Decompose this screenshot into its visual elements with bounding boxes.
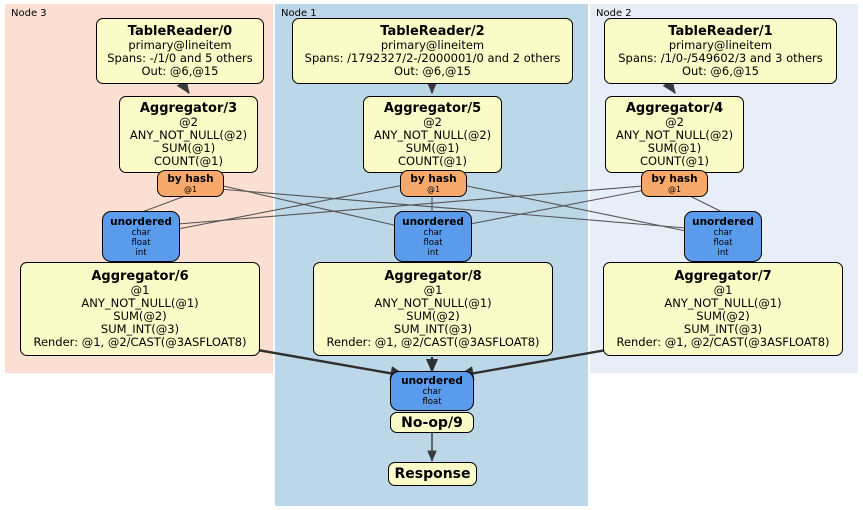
- node-line: primary@lineitem: [668, 38, 773, 52]
- node-line: Render: @1, @2/CAST(@3ASFLOAT8): [33, 335, 247, 349]
- node-title: by hash: [167, 173, 214, 185]
- node-line: int: [135, 247, 147, 258]
- node-line: @1: [183, 185, 198, 194]
- node-line: Out: @6,@15: [394, 64, 471, 78]
- node-title: TableReader/1: [668, 24, 773, 39]
- node-line: Out: @6,@15: [141, 64, 219, 78]
- node-tablereader-2[interactable]: TableReader/2 primary@lineitem Spans: /1…: [292, 18, 573, 84]
- node-line: Render: @1, @2/CAST(@3ASFLOAT8): [326, 335, 540, 349]
- node-line: primary@lineitem: [380, 38, 485, 52]
- node-line: Out: @6,@15: [682, 64, 759, 78]
- node-line: @1: [130, 283, 150, 297]
- node-line: float: [423, 237, 443, 248]
- node-tablereader-0[interactable]: TableReader/0 primary@lineitem Spans: -/…: [96, 18, 264, 84]
- node-unordered-left[interactable]: unordered char float int: [102, 211, 180, 262]
- node-line: ANY_NOT_NULL(@1): [374, 296, 492, 310]
- node-title: Aggregator/6: [91, 269, 189, 284]
- node-tablereader-1[interactable]: TableReader/1 primary@lineitem Spans: /1…: [604, 18, 837, 84]
- node-line: int: [717, 247, 729, 258]
- node-line: @2: [179, 115, 198, 129]
- node-unordered-right[interactable]: unordered char float int: [684, 211, 762, 262]
- panel-label-node1: Node 1: [281, 8, 317, 19]
- node-aggregator-4[interactable]: Aggregator/4 @2 ANY_NOT_NULL(@2) SUM(@1)…: [605, 96, 744, 173]
- node-aggregator-6[interactable]: Aggregator/6 @1 ANY_NOT_NULL(@1) SUM(@2)…: [20, 262, 260, 356]
- node-noop-9[interactable]: No-op/9: [390, 412, 474, 433]
- node-response[interactable]: Response: [388, 462, 477, 486]
- node-title: Aggregator/5: [383, 101, 482, 116]
- node-line: float: [131, 237, 151, 248]
- node-aggregator-8[interactable]: Aggregator/8 @1 ANY_NOT_NULL(@1) SUM(@2)…: [313, 262, 553, 356]
- node-line: COUNT(@1): [154, 154, 223, 168]
- node-line: @1: [667, 185, 682, 194]
- node-title: No-op/9: [401, 414, 463, 431]
- node-aggregator-3[interactable]: Aggregator/3 @2 ANY_NOT_NULL(@2) SUM(@1)…: [119, 96, 258, 173]
- node-title: Aggregator/7: [674, 269, 772, 284]
- node-line: float: [713, 237, 733, 248]
- node-title: Aggregator/4: [625, 101, 724, 116]
- node-title: by hash: [651, 173, 698, 185]
- node-line: float: [422, 397, 442, 407]
- node-line: Spans: -/1/0 and 5 others: [107, 51, 253, 65]
- node-by-hash-center[interactable]: by hash @1: [400, 170, 467, 197]
- node-line: SUM(@2): [406, 309, 460, 323]
- node-line: Render: @1, @2/CAST(@3ASFLOAT8): [616, 335, 830, 349]
- node-line: SUM(@1): [647, 141, 702, 155]
- node-line: char: [713, 227, 733, 238]
- node-title: TableReader/0: [127, 24, 233, 39]
- node-title: unordered: [402, 215, 464, 228]
- node-line: @1: [426, 185, 441, 194]
- node-title: unordered: [401, 375, 463, 387]
- node-line: char: [423, 227, 443, 238]
- node-line: Spans: /1/0-/549602/3 and 3 others: [618, 51, 823, 65]
- node-line: @1: [423, 283, 443, 297]
- node-line: SUM(@2): [696, 309, 750, 323]
- node-by-hash-right[interactable]: by hash @1: [641, 170, 708, 197]
- node-line: ANY_NOT_NULL(@1): [664, 296, 782, 310]
- panel-label-node3: Node 3: [11, 8, 47, 19]
- node-line: char: [422, 387, 442, 397]
- node-line: @2: [665, 115, 684, 129]
- node-line: COUNT(@1): [640, 154, 709, 168]
- node-line: @1: [713, 283, 733, 297]
- node-line: SUM_INT(@3): [393, 322, 473, 336]
- node-line: int: [427, 247, 439, 258]
- node-title: Aggregator/3: [139, 101, 238, 116]
- node-title: unordered: [110, 215, 172, 228]
- node-unordered-final[interactable]: unordered char float: [390, 371, 474, 411]
- node-line: @2: [423, 115, 442, 129]
- node-line: SUM(@2): [113, 309, 167, 323]
- node-line: ANY_NOT_NULL(@2): [615, 128, 734, 142]
- node-title: by hash: [410, 173, 457, 185]
- node-line: SUM_INT(@3): [683, 322, 763, 336]
- node-by-hash-left[interactable]: by hash @1: [157, 170, 224, 197]
- node-line: SUM_INT(@3): [100, 322, 180, 336]
- node-aggregator-5[interactable]: Aggregator/5 @2 ANY_NOT_NULL(@2) SUM(@1)…: [363, 96, 502, 173]
- node-line: ANY_NOT_NULL(@2): [129, 128, 248, 142]
- node-unordered-center[interactable]: unordered char float int: [394, 211, 472, 262]
- node-title: Aggregator/8: [384, 269, 482, 284]
- node-line: SUM(@1): [405, 141, 460, 155]
- node-line: primary@lineitem: [128, 38, 232, 52]
- node-line: ANY_NOT_NULL(@2): [373, 128, 492, 142]
- node-line: char: [131, 227, 151, 238]
- node-line: SUM(@1): [161, 141, 216, 155]
- node-line: COUNT(@1): [398, 154, 467, 168]
- node-title: unordered: [692, 215, 754, 228]
- node-title: Response: [394, 466, 471, 482]
- node-aggregator-7[interactable]: Aggregator/7 @1 ANY_NOT_NULL(@1) SUM(@2)…: [603, 262, 843, 356]
- node-title: TableReader/2: [380, 24, 485, 39]
- panel-label-node2: Node 2: [596, 8, 632, 19]
- node-line: ANY_NOT_NULL(@1): [81, 296, 199, 310]
- node-line: Spans: /1792327/2-/2000001/0 and 2 other…: [304, 51, 561, 65]
